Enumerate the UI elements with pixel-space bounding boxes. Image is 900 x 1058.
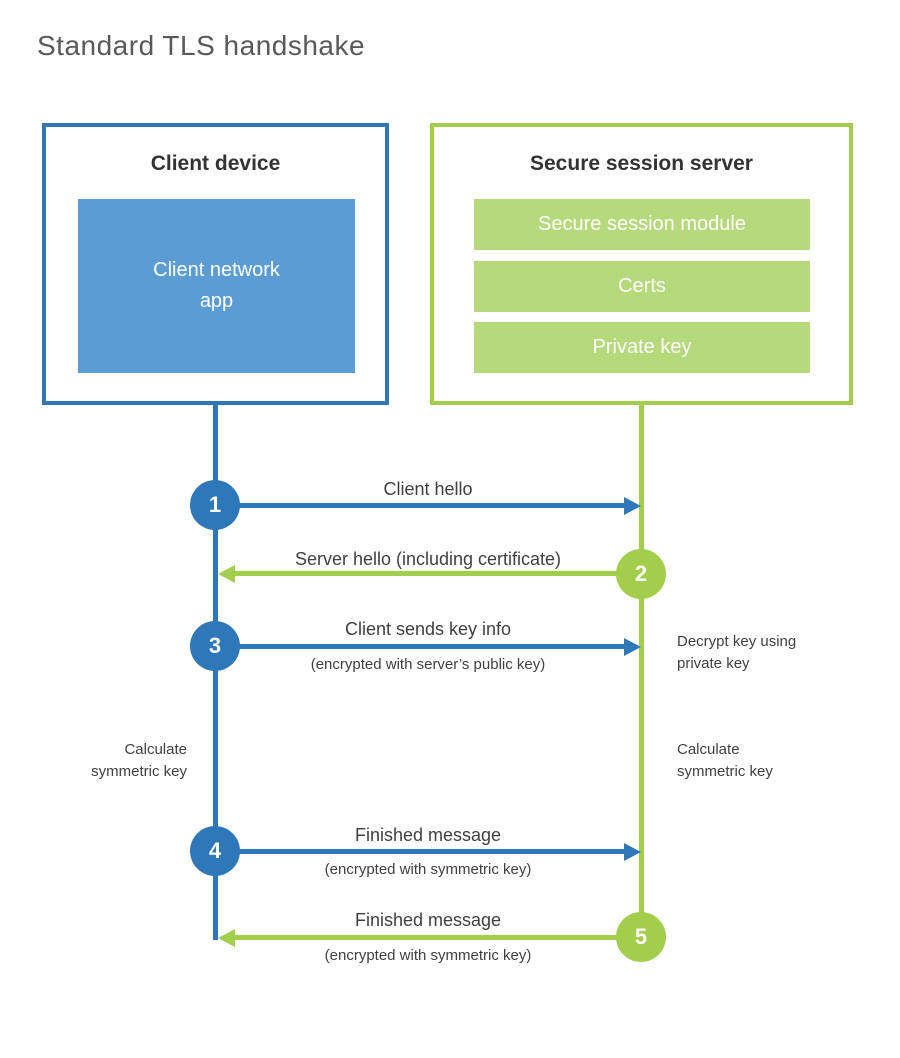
arrow-server-hello xyxy=(235,571,641,576)
step-number-1: 1 xyxy=(208,492,222,517)
arrowhead-right-icon xyxy=(624,638,641,656)
client-network-app-block: Client network app xyxy=(78,199,355,373)
step-number-5: 5 xyxy=(634,924,648,949)
arrow-client-key-info xyxy=(215,644,624,649)
arrowhead-right-icon xyxy=(624,497,641,515)
arrowhead-left-icon xyxy=(218,565,235,583)
arrow-finished-server xyxy=(235,935,641,940)
message-label-client-hello: Client hello xyxy=(383,479,473,499)
step-circle-1: 1 xyxy=(190,480,240,530)
message-sublabel-finished-client: (encrypted with symmetric key) xyxy=(324,861,532,878)
arrow-client-hello xyxy=(215,503,624,508)
message-sublabel-client-key-info: (encrypted with server’s public key) xyxy=(310,656,546,673)
arrow-finished-client xyxy=(215,849,624,854)
client-lifeline xyxy=(213,405,218,940)
message-label-server-hello: Server hello (including certificate) xyxy=(294,549,562,569)
step-circle-5: 5 xyxy=(616,912,666,962)
client-device-title: Client device xyxy=(150,152,281,175)
server-lifeline xyxy=(639,405,644,940)
note-decrypt-key: Decrypt key using private key xyxy=(677,633,797,672)
note-calculate-symmetric-key-client: Calculate symmetric key xyxy=(91,741,187,780)
note-calculate-symmetric-key-server: Calculate symmetric key xyxy=(677,741,773,780)
step-number-2: 2 xyxy=(634,561,648,586)
private-key-block: Private key xyxy=(474,322,810,373)
arrowhead-right-icon xyxy=(624,843,641,861)
page-title: Standard TLS handshake xyxy=(37,30,366,61)
message-sublabel-finished-server: (encrypted with symmetric key) xyxy=(324,947,532,964)
step-circle-4: 4 xyxy=(190,826,240,876)
message-label-client-key-info: Client sends key info xyxy=(344,619,512,639)
message-label-finished-client: Finished message xyxy=(354,825,502,845)
message-label-finished-server: Finished message xyxy=(354,910,502,930)
step-circle-2: 2 xyxy=(616,549,666,599)
certs-block: Certs xyxy=(474,261,810,312)
arrowhead-left-icon xyxy=(218,929,235,947)
secure-session-server-title: Secure session server xyxy=(530,152,753,175)
step-circle-3: 3 xyxy=(190,621,240,671)
step-number-3: 3 xyxy=(208,633,222,658)
step-number-4: 4 xyxy=(208,838,222,863)
secure-session-module-block: Secure session module xyxy=(474,199,810,250)
